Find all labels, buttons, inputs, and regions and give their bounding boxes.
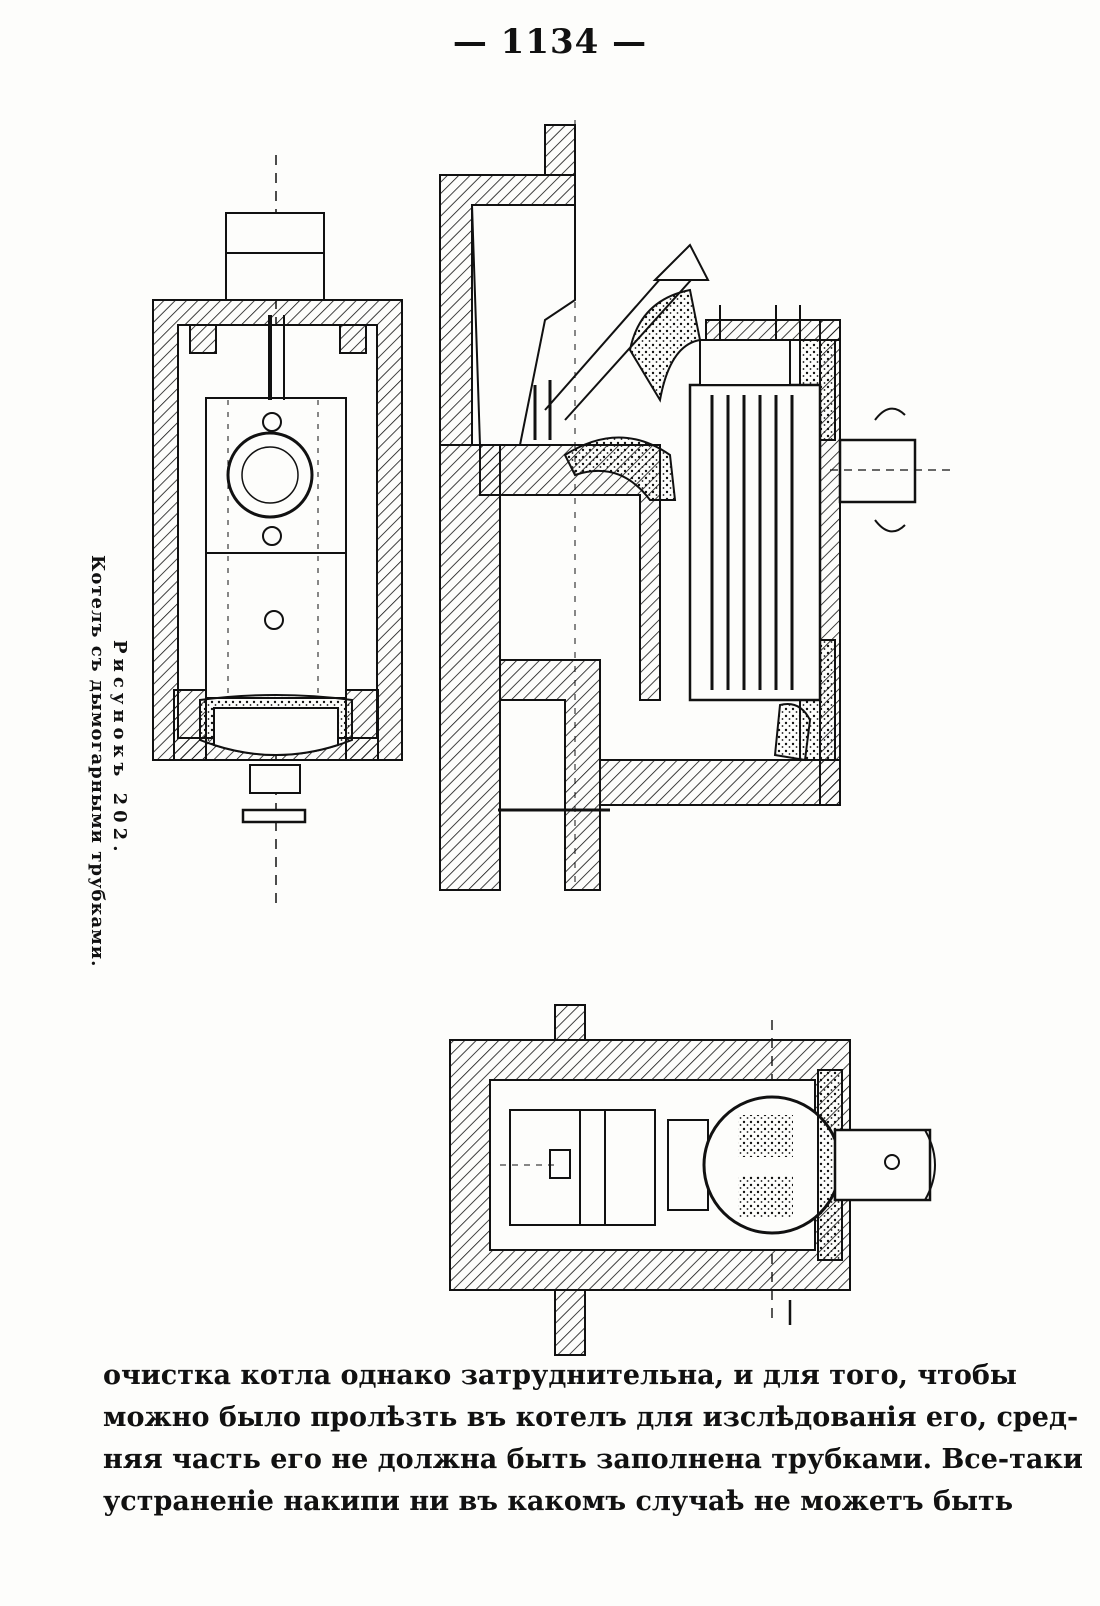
figure-caption-title: Рисунокъ 202. [109,640,130,857]
body-line-1: очистка котла однако затруднительна, и д… [103,1360,1017,1391]
body-line-4: устраненіе накипи ни въ какомъ случаѣ не… [103,1486,1014,1517]
figure-caption-description: Котелъ съ дымогарными трубками. [87,555,108,968]
section-view [439,120,950,891]
cross-section-view [449,1004,936,1356]
body-line-2: можно было пролѣзть въ котелъ для изслѣд… [103,1402,1079,1433]
body-line-3: няя часть его не должна быть заполнена т… [103,1444,1083,1475]
body-text: очистка котла однако затруднительна, и д… [103,1355,1083,1523]
page-number: — 1134 — [452,22,648,62]
plan-view [152,155,403,905]
